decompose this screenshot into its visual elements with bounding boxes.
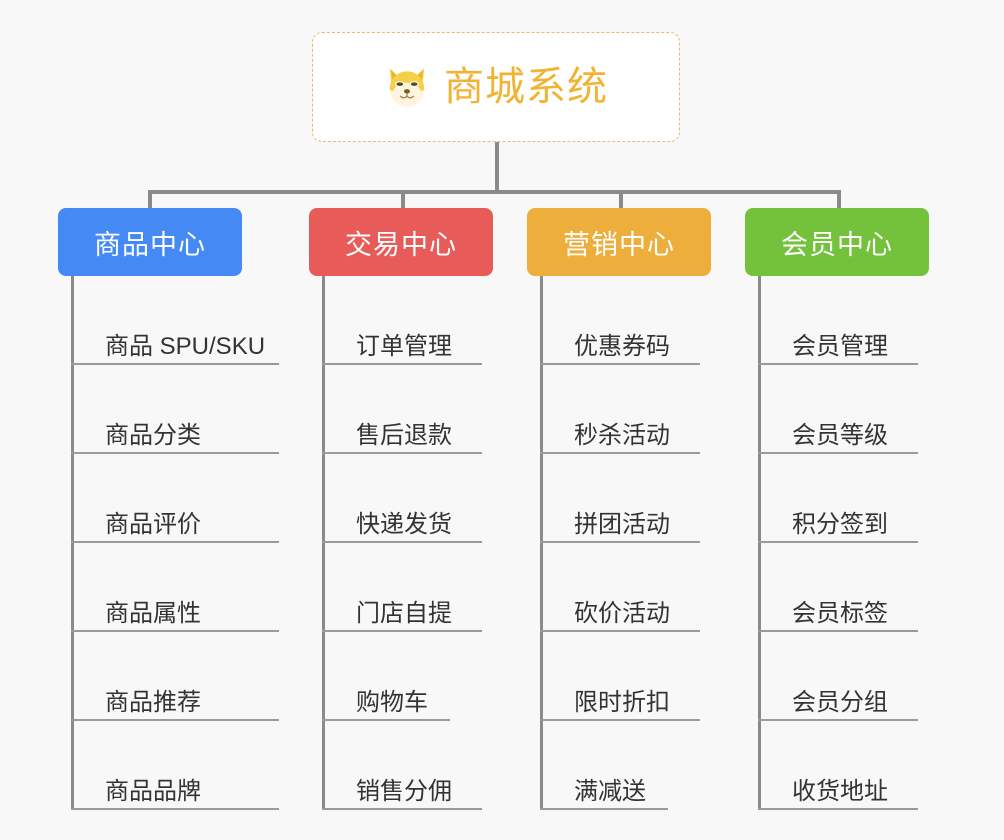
category-box-member-center[interactable]: 会员中心 xyxy=(745,208,929,276)
leaf-item[interactable]: 商品推荐 xyxy=(71,632,279,721)
leaf-item[interactable]: 快递发货 xyxy=(322,454,482,543)
connector-horizontal-bus xyxy=(149,190,841,194)
category-label: 交易中心 xyxy=(345,229,457,260)
leaf-item[interactable]: 优惠券码 xyxy=(540,276,700,365)
leaf-item[interactable]: 商品评价 xyxy=(71,454,279,543)
leaf-item[interactable]: 限时折扣 xyxy=(540,632,700,721)
root-node-mall-system[interactable]: 商城系统 xyxy=(312,32,680,142)
leaf-item[interactable]: 售后退款 xyxy=(322,365,482,454)
leaf-item[interactable]: 秒杀活动 xyxy=(540,365,700,454)
leaf-item-label: 秒杀活动 xyxy=(574,421,670,449)
leaf-spine xyxy=(540,276,543,810)
leaf-item[interactable]: 砍价活动 xyxy=(540,543,700,632)
leaf-group-trade-center: 订单管理 售后退款 快递发货 门店自提 购物车 销售分佣 xyxy=(322,276,482,810)
leaf-item[interactable]: 门店自提 xyxy=(322,543,482,632)
leaf-item-label: 快递发货 xyxy=(356,510,452,538)
leaf-item[interactable]: 会员管理 xyxy=(758,276,918,365)
leaf-item[interactable]: 商品 SPU/SKU xyxy=(71,276,279,365)
leaf-item[interactable]: 积分签到 xyxy=(758,454,918,543)
leaf-spine xyxy=(71,276,74,810)
root-node-label: 商城系统 xyxy=(444,65,608,109)
connector-drop-4 xyxy=(837,190,841,208)
leaf-item-label: 会员等级 xyxy=(792,421,888,449)
category-box-marketing-center[interactable]: 营销中心 xyxy=(527,208,711,276)
leaf-item-label: 会员管理 xyxy=(792,332,888,360)
leaf-group-marketing-center: 优惠券码 秒杀活动 拼团活动 砍价活动 限时折扣 满减送 xyxy=(540,276,700,810)
category-box-trade-center[interactable]: 交易中心 xyxy=(309,208,493,276)
leaf-item-label: 会员标签 xyxy=(792,599,888,627)
leaf-item-label: 购物车 xyxy=(356,688,428,716)
connector-drop-2 xyxy=(401,190,405,208)
leaf-item-label: 拼团活动 xyxy=(574,510,670,538)
leaf-item[interactable]: 会员等级 xyxy=(758,365,918,454)
leaf-item-label: 积分签到 xyxy=(792,510,888,538)
leaf-item-label: 商品品牌 xyxy=(105,777,201,805)
leaf-item[interactable]: 满减送 xyxy=(540,721,668,810)
leaf-item[interactable]: 商品属性 xyxy=(71,543,279,632)
leaf-item-label: 售后退款 xyxy=(356,421,452,449)
leaf-item[interactable]: 购物车 xyxy=(322,632,450,721)
leaf-item[interactable]: 会员标签 xyxy=(758,543,918,632)
leaf-group-member-center: 会员管理 会员等级 积分签到 会员标签 会员分组 收货地址 xyxy=(758,276,918,810)
leaf-item-label: 商品评价 xyxy=(105,510,201,538)
leaf-item-label: 限时折扣 xyxy=(574,688,670,716)
leaf-group-product-center: 商品 SPU/SKU 商品分类 商品评价 商品属性 商品推荐 商品品牌 xyxy=(71,276,279,810)
connector-drop-1 xyxy=(148,190,152,208)
leaf-spine xyxy=(758,276,761,810)
category-box-product-center[interactable]: 商品中心 xyxy=(58,208,242,276)
leaf-item-label: 门店自提 xyxy=(356,599,452,627)
leaf-spine xyxy=(322,276,325,810)
category-label: 会员中心 xyxy=(781,229,893,260)
leaf-item[interactable]: 拼团活动 xyxy=(540,454,700,543)
leaf-item-label: 收货地址 xyxy=(792,777,888,805)
leaf-item-label: 销售分佣 xyxy=(356,777,452,805)
leaf-item-label: 满减送 xyxy=(574,777,646,805)
leaf-item-label: 优惠券码 xyxy=(574,332,670,360)
leaf-item-label: 订单管理 xyxy=(356,332,452,360)
leaf-item[interactable]: 收货地址 xyxy=(758,721,918,810)
leaf-item-label: 砍价活动 xyxy=(574,599,670,627)
leaf-item-label: 商品分类 xyxy=(105,421,201,449)
leaf-item-label: 会员分组 xyxy=(792,688,888,716)
leaf-item[interactable]: 商品分类 xyxy=(71,365,279,454)
connector-root-stem xyxy=(495,142,499,194)
leaf-item[interactable]: 会员分组 xyxy=(758,632,918,721)
leaf-item-label: 商品属性 xyxy=(105,599,201,627)
shiba-dog-face-icon xyxy=(389,68,425,108)
leaf-item[interactable]: 订单管理 xyxy=(322,276,482,365)
category-label: 营销中心 xyxy=(563,229,675,260)
connector-drop-3 xyxy=(619,190,623,208)
leaf-item[interactable]: 商品品牌 xyxy=(71,721,279,810)
leaf-item-label: 商品推荐 xyxy=(105,688,201,716)
leaf-item-label: 商品 SPU/SKU xyxy=(105,332,266,360)
leaf-item[interactable]: 销售分佣 xyxy=(322,721,482,810)
category-label: 商品中心 xyxy=(94,229,206,260)
